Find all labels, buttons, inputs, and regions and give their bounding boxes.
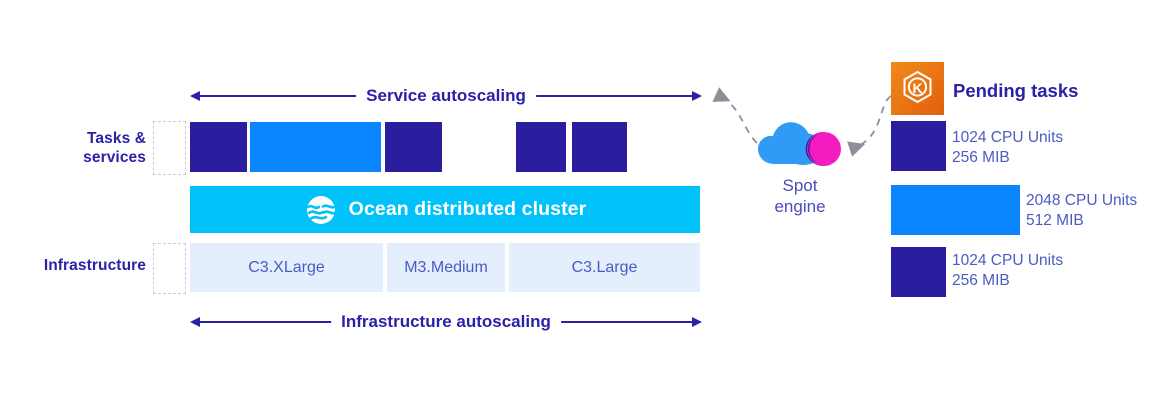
task-box-2[interactable] [250, 122, 381, 172]
arrow-infrastructure-autoscaling: Infrastructure autoscaling [190, 311, 702, 333]
arrow-head-left-icon [190, 91, 200, 101]
arrow-label-infrastructure-autoscaling: Infrastructure autoscaling [331, 312, 561, 332]
infrastructure-instance-label: C3.XLarge [248, 258, 325, 276]
row-label-tasks-line2: services [83, 148, 146, 166]
pending-task-cpu: 2048 CPU Units [1026, 192, 1138, 209]
task-box-3[interactable] [385, 122, 442, 172]
ocean-waves-icon [304, 193, 338, 227]
connector-left-icon [712, 87, 758, 144]
pending-task-spec-3: 1024 CPU Units 256 MIB [952, 251, 1063, 292]
bracket-infrastructure [153, 243, 186, 294]
arrow-head-right-icon [692, 317, 702, 327]
arrow-service-autoscaling: Service autoscaling [190, 85, 702, 107]
pending-task-box-2[interactable] [891, 185, 1020, 235]
pending-task-cpu: 1024 CPU Units [952, 252, 1064, 269]
arrow-label-service-autoscaling: Service autoscaling [356, 86, 536, 106]
arrow-head-left-icon [190, 317, 200, 327]
pending-task-spec-2: 2048 CPU Units 512 MIB [1026, 191, 1137, 232]
pending-task-memory: 512 MIB [1026, 212, 1084, 230]
task-box-4[interactable] [516, 122, 566, 172]
arrow-head-right-icon [692, 91, 702, 101]
spot-cloud-icon [755, 112, 847, 172]
row-label-infrastructure: Infrastructure [43, 257, 146, 274]
ocean-cluster-label: Ocean distributed cluster [348, 198, 587, 220]
task-box-5[interactable] [572, 122, 627, 172]
svg-text:K: K [912, 80, 922, 96]
spot-engine-caption: Spot engine [740, 175, 860, 218]
pending-task-memory: 256 MIB [952, 149, 1010, 167]
pending-task-box-3[interactable] [891, 247, 946, 297]
pending-task-cpu: 1024 CPU Units [952, 129, 1064, 146]
ocean-distributed-cluster-bar[interactable]: Ocean distributed cluster [190, 186, 700, 233]
infrastructure-instance-3[interactable]: C3.Large [509, 243, 700, 292]
infrastructure-instance-1[interactable]: C3.XLarge [190, 243, 383, 292]
spot-caption-line1: Spot [782, 176, 818, 195]
pending-tasks-title: Pending tasks [953, 80, 1079, 101]
row-label-tasks-services: Tasks & services [20, 130, 146, 168]
task-box-1[interactable] [190, 122, 247, 172]
spot-caption-line2: engine [774, 197, 826, 217]
kubernetes-hexagon-icon: K [891, 62, 944, 115]
pending-task-spec-1: 1024 CPU Units 256 MIB [952, 128, 1063, 169]
infrastructure-instance-2[interactable]: M3.Medium [387, 243, 505, 292]
connector-right-icon [847, 95, 892, 157]
infrastructure-instance-label: M3.Medium [404, 258, 488, 276]
pending-task-box-1[interactable] [891, 121, 946, 171]
row-label-tasks-line1: Tasks & [87, 130, 146, 147]
pending-task-memory: 256 MIB [952, 272, 1010, 290]
infrastructure-instance-label: C3.Large [571, 258, 638, 276]
bracket-tasks-services [153, 121, 186, 175]
